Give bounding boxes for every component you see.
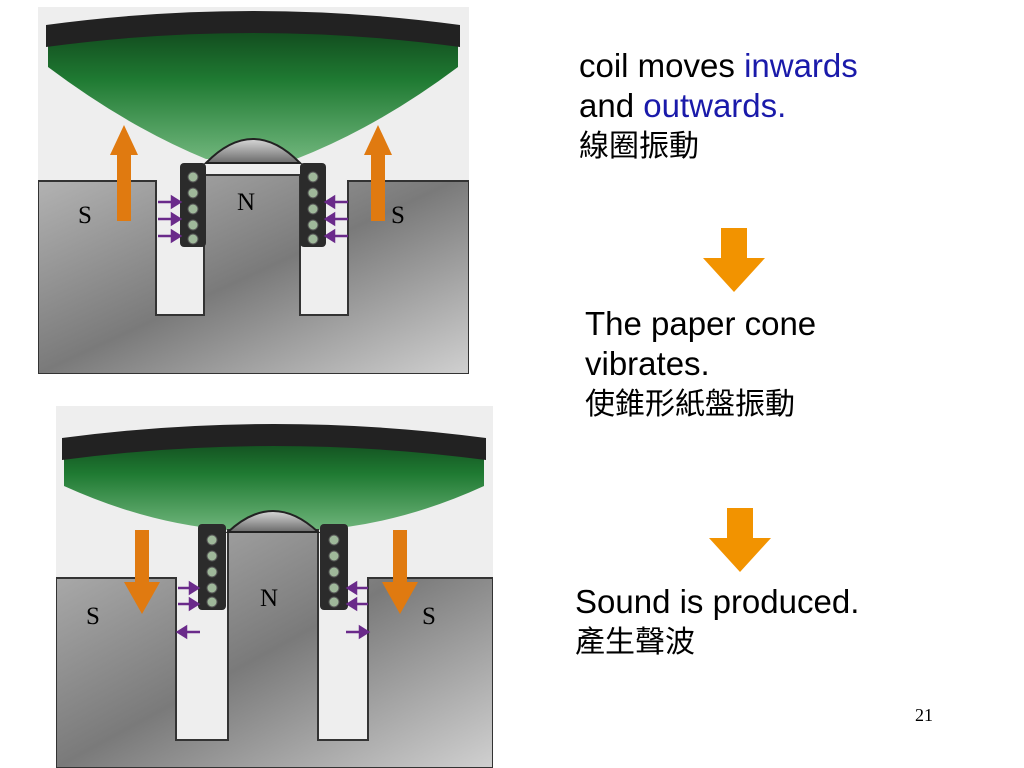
step-sound-produced-line1: Sound is produced.	[575, 583, 860, 620]
pole-label-center: N	[237, 189, 255, 216]
step-sound-produced: Sound is produced. 產生聲波	[575, 582, 1005, 664]
dust-cap	[225, 510, 321, 533]
step-coil-moves-chinese: 線圈振動	[579, 129, 699, 164]
dust-cap	[203, 138, 303, 164]
step-coil-moves: coil moves inwards and outwards. 線圈振動	[579, 46, 999, 168]
step-sound-produced-chinese: 產生聲波	[575, 625, 695, 660]
page-number: 21	[915, 705, 933, 725]
step-cone-vibrates-chinese: 使錐形紙盤振動	[585, 387, 795, 422]
step-coil-moves-line2: and outwards.	[579, 87, 787, 124]
magnet	[38, 174, 469, 374]
cone-rim	[46, 11, 460, 47]
speaker-diagram-inward: S N S	[56, 406, 493, 768]
step-cone-vibrates: The paper cone vibrates. 使錐形紙盤振動	[585, 304, 985, 426]
pole-label-right: S	[391, 202, 405, 229]
orange-arrow-icon	[124, 530, 418, 614]
pole-label-left: S	[86, 603, 100, 630]
paper-cone	[64, 428, 484, 530]
paper-cone	[48, 15, 458, 159]
pole-label-left: S	[78, 202, 92, 229]
cone-rim	[62, 424, 486, 460]
down-arrow-icon	[707, 508, 773, 579]
speaker-diagram-outward: S N S	[38, 7, 469, 374]
orange-arrow-icon	[110, 125, 392, 221]
step-cone-vibrates-line2: vibrates.	[585, 345, 710, 382]
down-arrow-icon	[701, 228, 767, 299]
step-cone-vibrates-line1: The paper cone	[585, 305, 817, 342]
magnet	[56, 529, 493, 768]
pole-label-right: S	[422, 603, 436, 630]
pole-label-center: N	[260, 585, 278, 612]
step-coil-moves-line1: coil moves inwards	[579, 47, 858, 84]
